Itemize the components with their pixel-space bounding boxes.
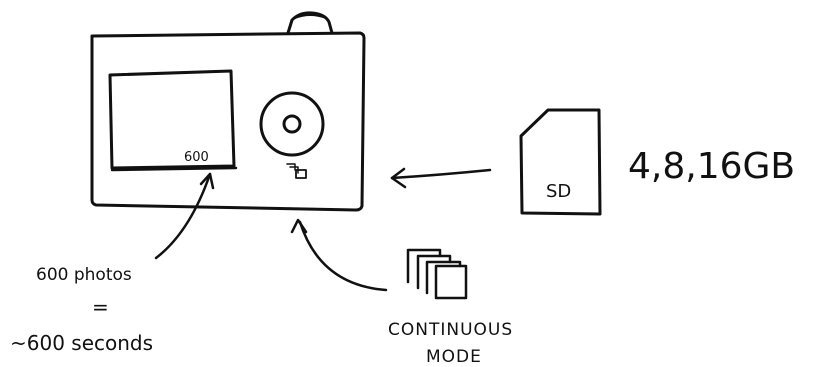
mode-label: MODE [426, 347, 482, 367]
stacked-frames-icon [406, 248, 468, 300]
camera-dial [259, 91, 325, 157]
sd-card-outline [519, 108, 602, 216]
shutter-button-top [294, 14, 327, 19]
sd-capacities: 4,8,16GB [628, 146, 795, 187]
photos-arrow [154, 172, 215, 260]
continuous-arrow [290, 218, 388, 292]
sd-to-camera-arrow [390, 167, 492, 189]
photos-seconds: ~600 seconds [10, 331, 153, 355]
sd-card-label: SD [546, 181, 571, 202]
camera-screen [108, 69, 236, 170]
sd-card: SD [519, 108, 602, 216]
continuous-mode-icon [286, 163, 307, 179]
camera-body [90, 31, 366, 212]
continuous-label: CONTINUOUS [388, 320, 513, 340]
screen-counter: 600 [184, 150, 209, 165]
screen-underline [110, 166, 238, 172]
photos-label: 600 photos [36, 265, 132, 285]
camera: 600 [90, 11, 366, 212]
photos-equals: = [92, 295, 109, 319]
camera-dial-center [282, 114, 302, 134]
